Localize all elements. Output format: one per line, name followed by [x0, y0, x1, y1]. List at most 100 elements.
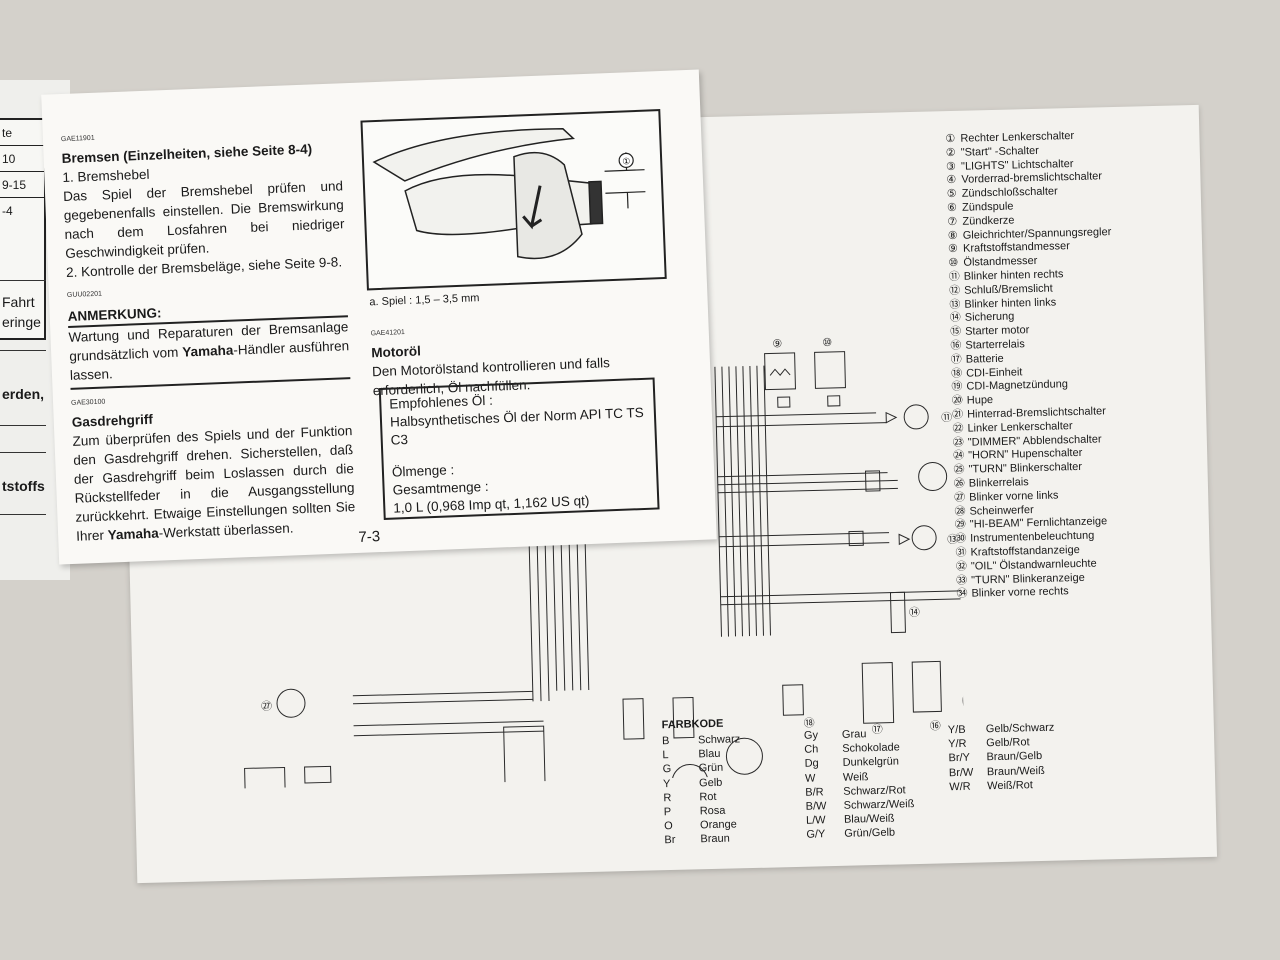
color-code-abbr: R [663, 791, 672, 805]
label-16: ⑯ [930, 719, 941, 732]
legend-number: ⑤ [946, 188, 957, 201]
legend-number: ㉜ [955, 560, 968, 573]
legend-number: ⑦ [947, 215, 958, 228]
color-code-abbr: W [804, 772, 816, 785]
color-code-name: Braun [700, 833, 730, 846]
owners-manual-page: GAE11901 Bremsen (Einzelheiten, siehe Se… [41, 69, 717, 565]
legend-number: ⑯ [950, 339, 962, 353]
color-code-name: Grün [698, 762, 724, 775]
page-number: 7-3 [358, 528, 381, 546]
text-fragment: erden, [2, 386, 45, 402]
text-fragment: eringe [2, 314, 41, 330]
color-code-name: Weiß [842, 770, 869, 784]
color-code-abbr: Gy [803, 729, 819, 742]
table-cell: te [0, 120, 44, 146]
brake-lever-text: Das Spiel der Bremshebel prüfen und gege… [62, 178, 345, 261]
color-code-name: Blau/Weiß [843, 812, 895, 827]
legend-number: ㉚ [955, 532, 967, 546]
figure-caption: a. Spiel : 1,5 – 3,5 mm [369, 292, 480, 309]
color-code-name: Rosa [699, 804, 726, 818]
legend-number: ㉒ [952, 422, 964, 435]
legend-text: Gleichrichter/Spannungsregler [962, 225, 1112, 242]
color-code-abbr: Y/R [948, 737, 967, 751]
legend-text: Zündschloßschalter [961, 185, 1058, 200]
brake-lever-illustration: ① [360, 109, 667, 291]
legend-number: ㉛ [955, 546, 967, 559]
legend-number: ㉑ [952, 408, 964, 421]
color-code-abbr: Br [664, 834, 676, 847]
legend-number: ㉓ [952, 436, 964, 449]
color-code-name: Schwarz [697, 733, 741, 747]
legend-number: ㉙ [954, 519, 966, 532]
legend-number: ⑮ [949, 325, 962, 339]
note-box: ANMERKUNG: Wartung und Reparaturen der B… [67, 296, 351, 390]
color-code-abbr: Y/B [947, 723, 966, 737]
legend-text: "HI-BEAM" Fernlichtanzeige [969, 515, 1108, 531]
color-code-name: Grün/Gelb [844, 826, 896, 841]
divider [0, 514, 46, 515]
text-fragment: tstoffs [2, 478, 45, 494]
color-code-name: Gelb [698, 776, 723, 789]
label-14: ⑭ [909, 606, 920, 619]
divider [0, 425, 46, 426]
color-code-row: Br/W Braun/Weiß [949, 763, 1056, 780]
color-code-abbr: Br/W [948, 766, 974, 779]
legend-text: "HORN" Hupenschalter [968, 447, 1083, 462]
color-code-name: Blau [698, 748, 721, 761]
legend-text: Rechter Lenkerschalter [960, 129, 1075, 145]
legend-text: Starterrelais [965, 338, 1025, 352]
legend-text: "Start" -Schalter [960, 144, 1039, 159]
divider [0, 350, 46, 351]
label-18: ⑱ [803, 716, 814, 729]
color-code-abbr: Dg [804, 757, 819, 771]
legend-number: ② [945, 146, 956, 159]
legend-text: Ölstandmesser [963, 255, 1038, 269]
oil-spec-box: Empfohlenes Öl : Halbsynthetisches Öl de… [378, 377, 660, 520]
note-text: Wartung und Reparaturen der Bremsanlage … [68, 319, 350, 383]
color-code-row: O Orange [664, 818, 743, 834]
legend-text: Vorderrad-bremslichtschalter [961, 170, 1103, 187]
label-10: ⑩ [822, 337, 832, 349]
legend-number: ⑲ [951, 381, 963, 394]
legend-text: "LIGHTS" Lichtschalter [960, 157, 1074, 173]
color-code-name: Orange [699, 818, 737, 832]
color-code-name: Grau [841, 728, 867, 741]
legend-text: CDI-Magnetzündung [966, 378, 1069, 394]
color-code-abbr: O [663, 820, 673, 833]
legend-text: Blinker vorne rechts [971, 585, 1069, 600]
legend-number: ⑳ [951, 394, 963, 408]
legend-text: Zündspule [961, 200, 1014, 214]
legend-number: ⑨ [947, 243, 959, 256]
legend-number: ⑰ [950, 353, 962, 366]
legend-number: ㉖ [953, 477, 965, 490]
table-cell: -4 [2, 204, 13, 218]
color-code-name: Weiß/Rot [987, 778, 1034, 793]
legend-number: ㉞ [956, 588, 968, 601]
text-fragment: Fahrt [2, 294, 35, 310]
color-code-abbr: P [663, 806, 672, 819]
table-cell: 10 [0, 146, 44, 172]
label-11: ⑪ [941, 411, 952, 424]
legend-number: ④ [946, 174, 957, 187]
divider [0, 452, 46, 453]
legend-number: ㉝ [956, 574, 968, 587]
legend-number: ㉘ [954, 505, 966, 518]
legend-text: Blinker hinten rechts [963, 268, 1064, 283]
color-code-name: Braun/Weiß [986, 764, 1045, 778]
legend-text: Blinker hinten links [964, 296, 1057, 311]
color-code-name: Schwarz/Rot [843, 784, 906, 798]
color-code-name: Braun/Gelb [986, 750, 1043, 764]
label-9: ⑨ [772, 338, 782, 350]
color-code-abbr: L/W [805, 814, 826, 827]
color-code-abbr: B/R [805, 786, 824, 799]
color-code-row: Br Braun [664, 832, 743, 848]
figure-callout: ① [622, 156, 630, 166]
